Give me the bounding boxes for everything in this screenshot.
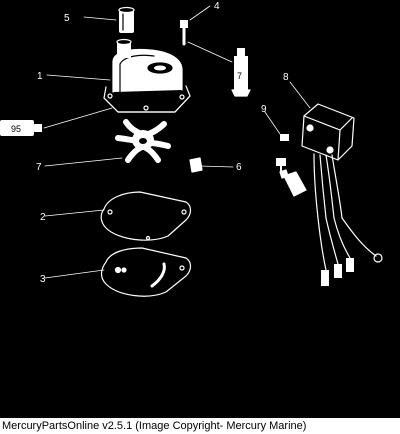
part-6-key[interactable]	[189, 157, 203, 173]
part-5-sleeve[interactable]	[118, 6, 135, 34]
part-8-rectifier[interactable]	[301, 103, 383, 286]
part-9-screw[interactable]	[276, 134, 289, 173]
part-1-pump-housing[interactable]	[103, 38, 191, 113]
callout-7-impeller: 7	[36, 162, 42, 173]
part-2-gasket[interactable]	[100, 191, 192, 241]
part-7-sealant-tube-b[interactable]	[279, 169, 307, 197]
callout-5: 5	[64, 13, 70, 24]
callout-8: 8	[283, 72, 289, 83]
callout-2: 2	[40, 212, 46, 223]
callout-4: 4	[214, 1, 220, 12]
callout-6: 6	[236, 162, 242, 173]
callout-3: 3	[40, 274, 46, 285]
exploded-view: 5 4 1 7 6 2 3 8 9 7 95	[0, 1, 383, 297]
image-caption: MercuryPartsOnline v2.5.1 (Image Copyrig…	[2, 420, 307, 432]
callout-9: 9	[261, 104, 267, 115]
callout-7-tube: 7	[237, 71, 242, 81]
leader-lines	[43, 5, 311, 279]
part-4-screw[interactable]	[180, 20, 188, 46]
parts-diagram: 5 4 1 7 6 2 3 8 9 7 95	[0, 0, 400, 418]
part-95-lubricant-tube[interactable]	[0, 120, 42, 136]
callout-1: 1	[37, 71, 43, 82]
part-7-sealant-tube-a[interactable]	[231, 48, 251, 97]
part-3-plate[interactable]	[100, 247, 192, 297]
part-7-impeller[interactable]	[115, 119, 171, 163]
callout-95: 95	[11, 124, 21, 134]
